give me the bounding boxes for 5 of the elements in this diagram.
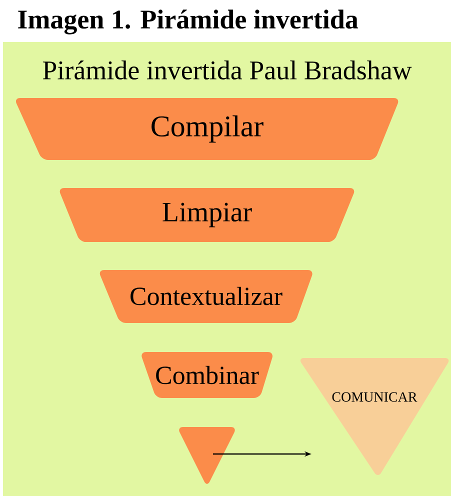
- triangle-shape: [179, 427, 235, 484]
- trapezoid-box: Limpiar: [60, 188, 354, 242]
- title: Imagen 1. Pirámide invertida: [18, 10, 358, 34]
- trapezoid-box: Compilar: [16, 98, 398, 160]
- trapezoid-box: Contextualizar: [100, 270, 312, 323]
